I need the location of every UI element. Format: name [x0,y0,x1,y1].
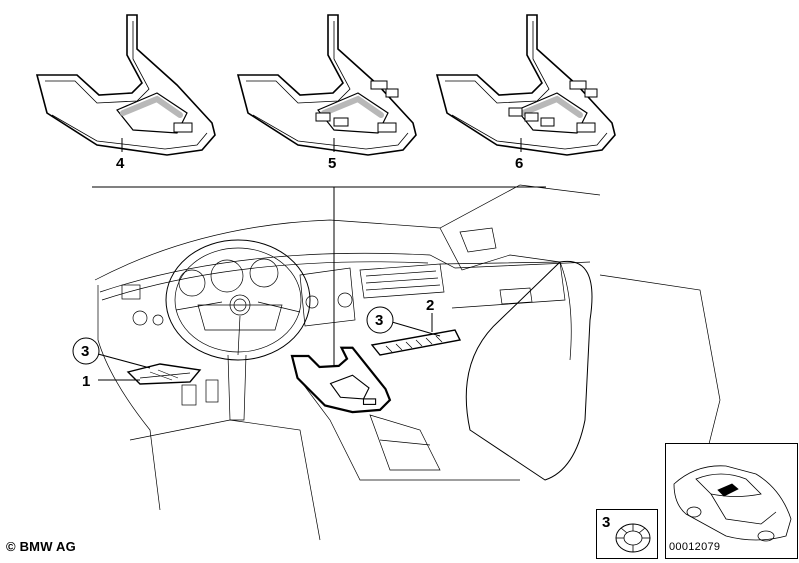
callout-circle-3-right [366,306,394,334]
scene-leader-lines [97,313,441,381]
vehicle-drawing [673,465,792,542]
callout-5: 5 [328,155,336,172]
trim-strip-left [126,363,202,385]
callout-2: 2 [426,297,434,314]
callout-6: 6 [515,155,523,172]
inset-clip: 3 [596,509,658,559]
callout-3-left: 3 [81,343,89,360]
interior-scene [94,184,721,541]
trim-panel-variant-6 [437,15,615,155]
copyright-notice: © BMW AG [6,539,76,554]
variant-leader-lines [92,138,546,375]
callout-3-inset: 3 [602,514,610,531]
trim-panel-variant-4 [37,15,215,155]
callout-4: 4 [116,155,125,172]
installed-console-panel [290,346,392,414]
image-number: 00012079 [669,541,721,553]
trim-panel-variant-5 [238,15,416,155]
inset-vehicle [665,443,798,559]
callout-3-right: 3 [375,312,383,329]
callout-circle-3-left [72,337,100,365]
clip-drawing: 3 [602,514,651,553]
callout-1: 1 [82,373,90,390]
trim-strip-right [370,329,462,356]
